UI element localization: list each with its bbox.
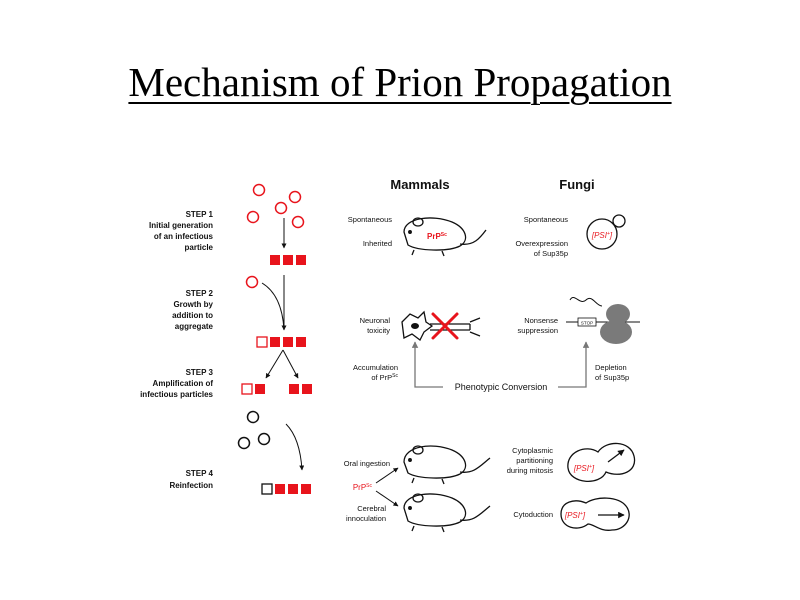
aggregate-step3-left	[241, 383, 265, 395]
step1-desc-1: Initial generation	[149, 221, 213, 230]
infection-route-arrows	[375, 467, 399, 507]
step2-label: STEP 2	[186, 289, 214, 298]
step1-label: STEP 1	[186, 210, 214, 219]
fungi-header: Fungi	[559, 177, 594, 192]
fungi-overexpression-line1: Overexpression	[515, 239, 568, 248]
fungi-spontaneous-label: Spontaneous	[524, 215, 568, 224]
cytoplasmic-line1: Cytoplasmic	[512, 446, 553, 455]
aggregate-step3-right	[289, 384, 312, 394]
slide-title: Mechanism of Prion Propagation	[128, 59, 672, 105]
phenotypic-conversion-arrows	[411, 341, 590, 388]
phenotypic-conversion-label: Phenotypic Conversion	[455, 382, 548, 392]
cytoduction-label: Cytoduction	[513, 510, 553, 519]
ribosome-icon: STOP	[566, 296, 640, 344]
prpsc-label-row4: PrPSc	[353, 483, 373, 492]
svg-text:STOP: STOP	[581, 321, 593, 326]
depletion-line1: Depletion	[595, 363, 627, 372]
step2-desc-1: Growth by	[173, 300, 213, 309]
fungi-overexpression-line2: of Sup35p	[534, 249, 568, 258]
step3-desc-2: infectious particles	[140, 390, 213, 399]
step2-desc-3: aggregate	[175, 322, 214, 331]
accumulation-line2: of PrPSc	[371, 373, 398, 382]
psi-label-row4b: [PSI+]	[564, 511, 586, 520]
yeast-cell-row1	[586, 214, 626, 250]
psi-label-row4a: [PSI+]	[573, 464, 595, 473]
step3-label: STEP 3	[186, 368, 214, 377]
yeast-cytoduction-cell	[560, 497, 630, 531]
step3-arrow-right	[282, 349, 299, 379]
step1-desc-2: of an infectious	[154, 232, 214, 241]
cerebral-innoculation-line1: Cerebral	[357, 504, 386, 513]
psi-label-row1: [PSI+]	[591, 231, 613, 240]
monomer-circle-step2	[245, 275, 259, 289]
step4-desc-1: Reinfection	[169, 481, 213, 490]
monomer-circles-step4	[237, 410, 271, 450]
yeast-budding-cell	[567, 442, 636, 482]
neuronal-toxicity-line1: Neuronal	[360, 316, 391, 325]
nonsense-suppression-line2: suppression	[518, 326, 558, 335]
step3-desc-1: Amplification of	[153, 379, 214, 388]
aggregate-step2	[256, 336, 306, 348]
depletion-line2: of Sup35p	[595, 373, 629, 382]
toxicity-x-icon	[431, 312, 459, 340]
step1-desc-3: particle	[185, 243, 214, 252]
mouse-icon-oral	[403, 445, 491, 485]
mammals-header: Mammals	[390, 177, 449, 192]
mammals-spontaneous-label: Spontaneous	[348, 215, 392, 224]
cerebral-innoculation-line2: innoculation	[346, 514, 386, 523]
mammals-inherited-label: Inherited	[363, 239, 392, 248]
mouse-icon-cerebral	[403, 493, 491, 533]
nonsense-suppression-line1: Nonsense	[524, 316, 558, 325]
neuronal-toxicity-line2: toxicity	[367, 326, 390, 335]
aggregate-step1	[270, 255, 306, 265]
prpsc-label-row1: PrPSc	[427, 232, 447, 241]
cytoplasmic-line3: during mitosis	[507, 466, 554, 475]
oral-ingestion-label: Oral ingestion	[344, 459, 390, 468]
monomer-circles-step1	[246, 183, 305, 229]
step2-curve	[261, 282, 285, 331]
step4-label: STEP 4	[186, 469, 214, 478]
mouse-icon-row1	[403, 217, 487, 257]
step4-arrow	[285, 423, 305, 471]
step3-arrow-left	[265, 349, 284, 379]
step2-desc-2: addition to	[172, 311, 213, 320]
cytoplasmic-line2: partitioning	[516, 456, 553, 465]
accumulation-line1: Accumulation	[353, 363, 398, 372]
aggregate-step4	[261, 483, 311, 495]
neuron-icon	[401, 310, 481, 341]
